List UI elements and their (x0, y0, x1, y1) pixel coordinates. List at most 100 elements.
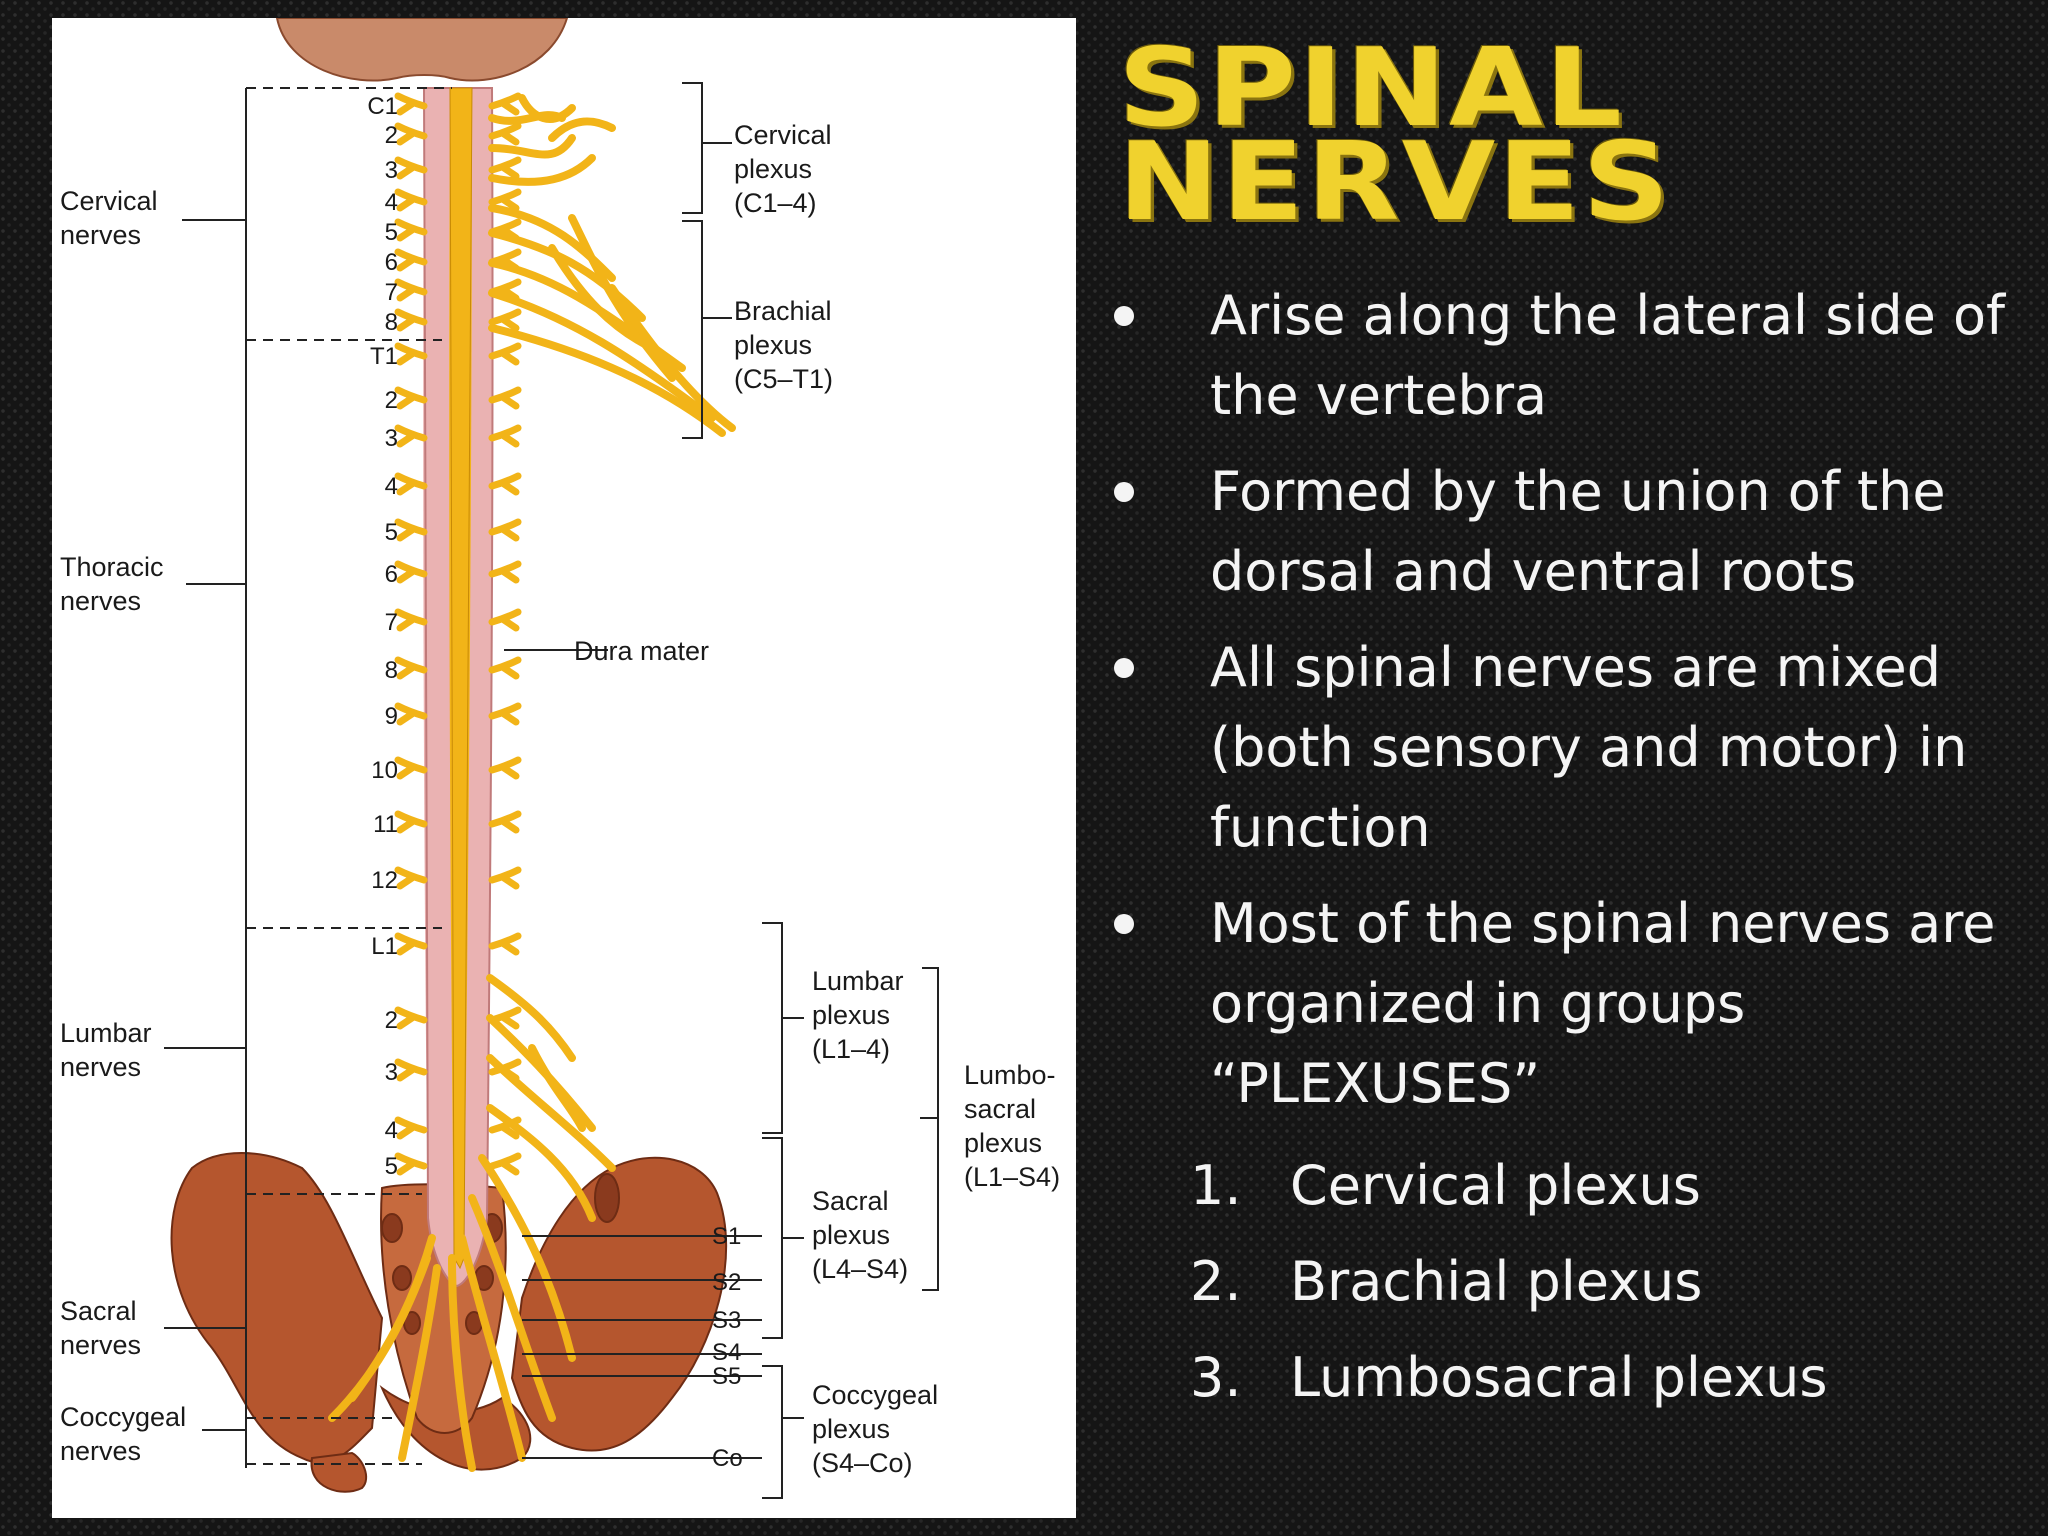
sacral-labels: S1 S2 S3 S4 S5 Co (712, 1223, 743, 1472)
nerve-root (394, 218, 428, 242)
nerve-root (394, 560, 428, 584)
numbered-item: 2.Brachial plexus (1190, 1234, 2010, 1330)
nerve-root (488, 1116, 522, 1140)
nerve-root (394, 248, 428, 272)
nerve-roots (394, 92, 522, 1176)
item-number: 3. (1190, 1346, 1242, 1409)
cervical-plexus-label: plexus (734, 154, 812, 184)
nerve-root (394, 424, 428, 448)
coccygeal-nerves-label: nerves (60, 1436, 141, 1466)
bullet-list: Arise along the lateral side of the vert… (1108, 276, 2008, 1140)
cervical-brachial-plexus (488, 94, 736, 437)
bullet-text: Arise along the lateral side of the vert… (1210, 284, 2006, 427)
nerve-root (394, 342, 428, 366)
nerve-root (488, 810, 522, 834)
brachial-plexus-label: Brachial (734, 296, 832, 326)
segment-label: 5 (385, 519, 398, 546)
nerve-root (394, 518, 428, 542)
cervical-nerves-label: Cervical (60, 186, 158, 216)
lumbar-plexus-label: Lumbar (812, 966, 904, 996)
lumbosacral-plexus-label: sacral (964, 1094, 1036, 1124)
sacral-label: S2 (712, 1269, 741, 1296)
sacral-label: S3 (712, 1307, 741, 1334)
segment-label: L1 (371, 933, 398, 960)
numbered-item: 1.Cervical plexus (1190, 1138, 2010, 1234)
bullet-item: All spinal nerves are mixed (both sensor… (1108, 628, 2008, 868)
sacral-label: S4 (712, 1339, 741, 1366)
segment-label: 5 (385, 1153, 398, 1180)
bullet-dot-icon (1114, 658, 1134, 678)
bullet-dot-icon (1114, 914, 1134, 934)
cervical-plexus-label: (C1–4) (734, 188, 817, 218)
coccygeal-plexus-label: (S4–Co) (812, 1448, 913, 1478)
nerve-root (394, 702, 428, 726)
nerve-root (488, 702, 522, 726)
lumbar-nerves-label: Lumbar (60, 1018, 152, 1048)
title-line: NERVES (1118, 120, 1672, 245)
segment-label: 3 (385, 157, 398, 184)
segment-label: 4 (385, 189, 398, 216)
nerve-root (488, 188, 522, 212)
nerve-root (394, 156, 428, 180)
cervical-nerves-label: nerves (60, 220, 141, 250)
thoracic-nerves-label: Thoracic (60, 552, 164, 582)
segment-label: 6 (385, 249, 398, 276)
segment-label: 11 (373, 811, 398, 838)
segment-label: 2 (385, 387, 398, 414)
nerve-root (488, 932, 522, 956)
spinal-nerves-diagram: C1 2 3 4 5 6 7 8 T1 2 3 4 5 6 7 8 9 10 1… (52, 18, 1076, 1518)
plexus-labels: Cervical plexus (C1–4) Brachial plexus (… (574, 120, 1060, 1478)
bullet-dot-icon (1114, 306, 1134, 326)
coccygeal-plexus-label: Coccygeal (812, 1380, 938, 1410)
segment-label: 5 (385, 219, 398, 246)
title-line: SPINAL (1118, 26, 1625, 151)
brachial-plexus-label: plexus (734, 330, 812, 360)
nerve-root (394, 932, 428, 956)
nerve-root (394, 472, 428, 496)
nerve-root (488, 92, 522, 116)
segment-label: 8 (385, 309, 398, 336)
thoracic-nerves-label: nerves (60, 586, 141, 616)
nerve-root (394, 278, 428, 302)
lumbosacral-plexus-label: plexus (964, 1128, 1042, 1158)
lumbosacral-plexus (328, 974, 616, 1472)
segment-label: 10 (371, 757, 398, 784)
sacral-label: Co (712, 1445, 743, 1472)
nerve-root (394, 810, 428, 834)
nerve-root (394, 308, 428, 332)
diagram-svg: C1 2 3 4 5 6 7 8 T1 2 3 4 5 6 7 8 9 10 1… (60, 18, 1060, 1499)
sacral-nerves-label: Sacral (60, 1296, 137, 1326)
left-group-labels: Cervical nerves Thoracic nerves Lumbar n… (60, 186, 186, 1466)
numbered-list: 1.Cervical plexus 2.Brachial plexus 3.Lu… (1190, 1138, 2010, 1426)
bullet-text: Most of the spinal nerves are organized … (1210, 892, 1996, 1115)
nerve-root (488, 1152, 522, 1176)
sacral-label: S5 (712, 1363, 741, 1390)
bullet-dot-icon (1114, 482, 1134, 502)
nerve-root (394, 92, 428, 116)
nerve-root (488, 424, 522, 448)
lumbar-nerves-label: nerves (60, 1052, 141, 1082)
item-text: Cervical plexus (1290, 1154, 1701, 1217)
nerve-root (488, 472, 522, 496)
nerve-root (488, 866, 522, 890)
nerve-root (394, 756, 428, 780)
sacral-plexus-label: (L4–S4) (812, 1254, 908, 1284)
nerve-root (488, 756, 522, 780)
nerve-root (488, 156, 522, 180)
segment-label: 3 (385, 425, 398, 452)
brachial-plexus-label: (C5–T1) (734, 364, 833, 394)
sacral-nerves-label: nerves (60, 1330, 141, 1360)
nerve-root (488, 560, 522, 584)
lumbar-plexus-label: (L1–4) (812, 1034, 890, 1064)
sacral-plexus-label: plexus (812, 1220, 890, 1250)
slide-title: SPINAL NERVES (1118, 26, 1672, 245)
segment-label: 2 (385, 122, 398, 149)
sacral-plexus-label: Sacral (812, 1186, 889, 1216)
sacral-label: S1 (712, 1223, 741, 1250)
nerve-root (394, 1058, 428, 1082)
nerve-root (488, 342, 522, 366)
segment-labels: C1 2 3 4 5 6 7 8 T1 2 3 4 5 6 7 8 9 10 1… (367, 93, 398, 1180)
item-number: 2. (1190, 1250, 1242, 1313)
nerve-root (488, 386, 522, 410)
dura-mater-label: Dura mater (574, 636, 709, 666)
